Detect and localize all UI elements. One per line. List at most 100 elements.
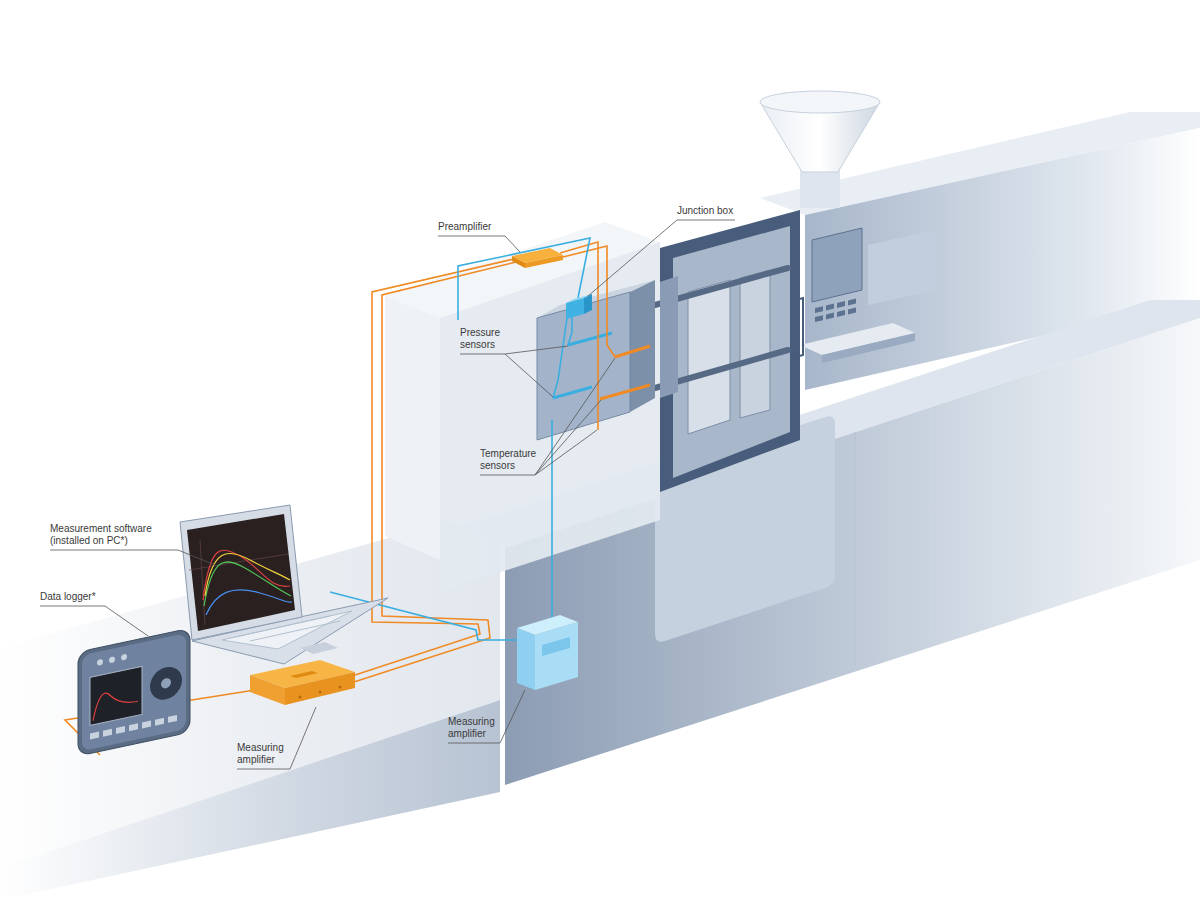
preamp-side (512, 256, 525, 268)
logger-button (103, 729, 112, 737)
button (848, 308, 856, 315)
logger-button (121, 654, 127, 661)
amp-front (517, 628, 535, 690)
panel-shelf-edge (822, 333, 915, 363)
logger-curve (93, 686, 138, 721)
laptop-lid (180, 505, 302, 640)
logger-button (116, 726, 125, 734)
leader-line (535, 400, 601, 475)
box-front (566, 298, 584, 319)
orange-cable (563, 246, 615, 357)
screen-curve (204, 562, 291, 606)
measuring-amplifier (517, 615, 578, 690)
amp-socket (339, 686, 342, 689)
screen-curve (206, 590, 292, 615)
laptop-touchpad (300, 642, 338, 654)
door-handle (796, 298, 803, 357)
logger-dpad (150, 664, 182, 703)
measuring-amplifier (250, 660, 355, 705)
leader-line (588, 220, 735, 296)
logger-button (90, 732, 99, 740)
button (826, 313, 834, 320)
data-logger (78, 628, 190, 756)
part-label: Data logger* (40, 591, 112, 603)
logger-button (168, 715, 177, 723)
part-label: Junction box (677, 205, 757, 217)
preamplifier (512, 248, 563, 268)
button (826, 304, 834, 311)
logger-button (97, 659, 103, 666)
part-label: Measuring amplifier (448, 716, 503, 740)
blue-cable (553, 318, 567, 398)
button (837, 310, 845, 317)
laptop (180, 505, 388, 664)
guard-front (440, 242, 660, 592)
pressure-sensor (568, 333, 612, 345)
laptop-screen (187, 514, 295, 631)
platen (688, 280, 730, 434)
part-label: Pressure sensors (460, 327, 510, 351)
screen-grid (200, 540, 205, 625)
leader-line (237, 707, 316, 769)
leader-line (448, 690, 525, 743)
logger-button (109, 656, 115, 663)
part-label: Temperature sensors (480, 448, 544, 472)
clamp-frame (655, 210, 803, 492)
amp-socket (319, 691, 322, 694)
part-label: Preamplifier (438, 221, 518, 233)
logger-button (155, 718, 164, 726)
cables (65, 238, 615, 755)
logger-button (129, 723, 138, 731)
platen (740, 270, 770, 418)
button (837, 301, 845, 308)
hopper-neck (800, 168, 840, 208)
guard-side (385, 296, 440, 560)
leader-line (505, 354, 553, 397)
panel-seam (935, 406, 936, 638)
amp-socket (299, 696, 302, 699)
amp-front (250, 675, 285, 705)
mould-front (537, 292, 630, 440)
logger-screen (90, 666, 142, 725)
button (815, 315, 823, 322)
pressure-sensor (553, 387, 592, 398)
preamp-front (525, 255, 563, 268)
leader-line (480, 358, 615, 475)
part-label: Measurement software (installed on PC*) (50, 523, 168, 547)
hopper-top (760, 91, 880, 113)
logger-case (78, 628, 190, 756)
logger-button (142, 720, 151, 728)
blue-cable (458, 238, 590, 320)
amp-side (535, 622, 578, 690)
orange-cable (560, 242, 598, 430)
clamp-guard (385, 222, 660, 592)
leader-line (40, 606, 148, 636)
leader-line (438, 236, 520, 252)
mould-plate (660, 276, 678, 398)
blue-cable (568, 316, 572, 345)
panel-seam (855, 432, 856, 666)
leader-line (50, 550, 215, 565)
screen-curve (205, 553, 290, 596)
logger-dpad-center (161, 677, 171, 689)
screen-curve (203, 550, 290, 600)
panel-screen (812, 228, 862, 302)
panel-tray (868, 230, 935, 305)
junction-box (566, 294, 592, 319)
amp-slot (542, 637, 570, 656)
amp-slot (290, 671, 318, 678)
leader-lines (40, 220, 735, 769)
temperature-sensor (615, 346, 650, 357)
mould-side (630, 280, 655, 412)
button (848, 299, 856, 306)
amp-side (285, 672, 355, 705)
panel-seam (620, 510, 621, 746)
part-label: Measuring amplifier (237, 742, 292, 766)
leader-line (535, 430, 597, 475)
logger-face (82, 633, 186, 751)
control-panel (800, 228, 935, 363)
button (815, 306, 823, 313)
temperature-sensor (600, 385, 650, 399)
